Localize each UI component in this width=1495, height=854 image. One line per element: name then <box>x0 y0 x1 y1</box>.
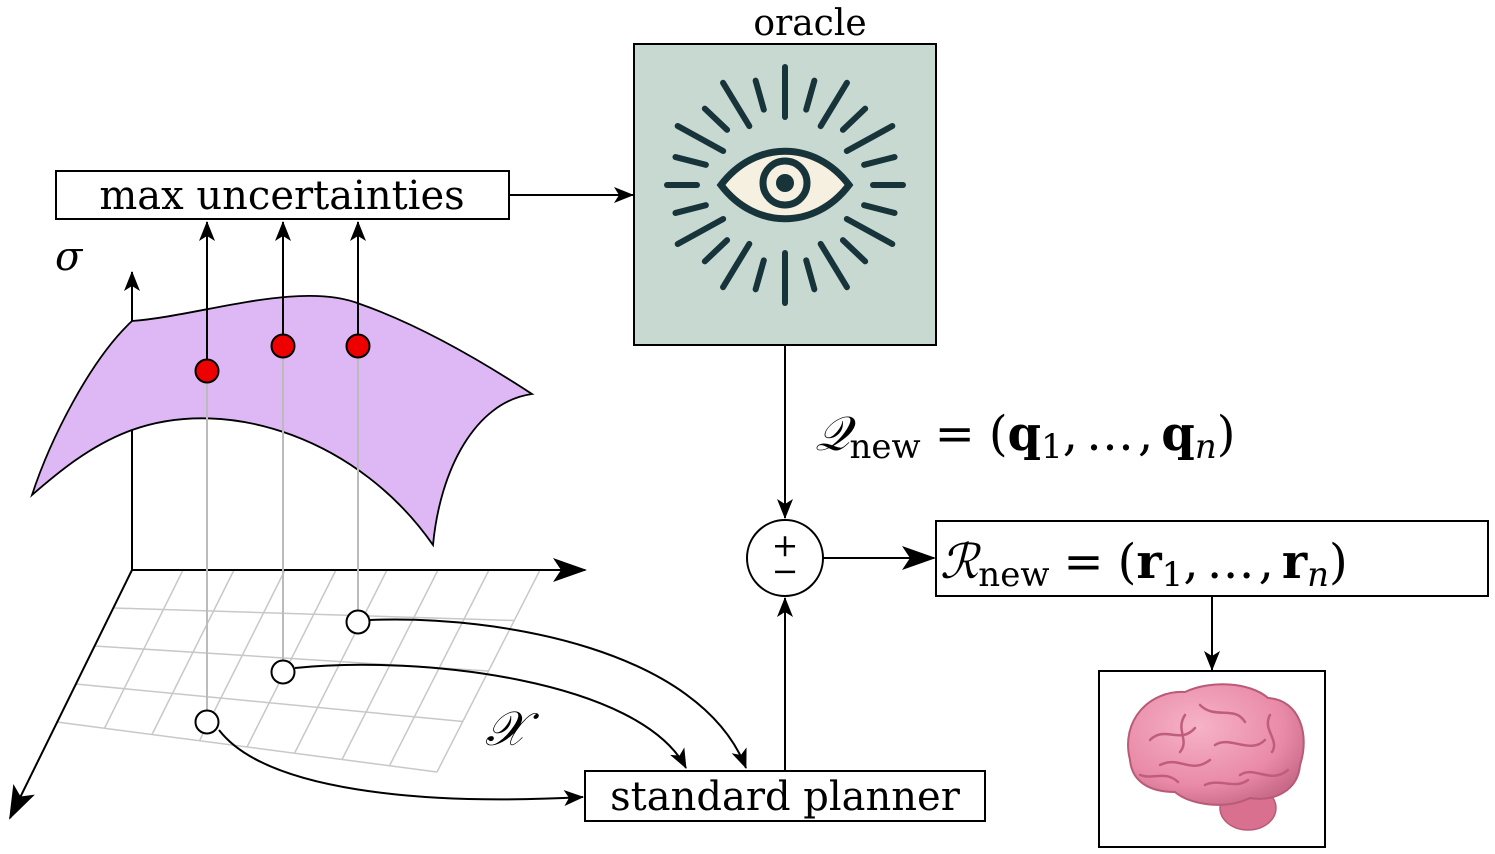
max-uncertainties-box <box>55 170 510 220</box>
sigma-label: σ <box>55 234 84 280</box>
q-new-equation: 𝒬new=(q1,…,qn) <box>815 406 1235 467</box>
depth-axis <box>9 569 133 820</box>
query-point <box>345 609 371 635</box>
query-point <box>270 659 296 685</box>
query-point <box>194 709 220 735</box>
max-uncertainties-label: max uncertainties <box>99 173 464 219</box>
r-new-equation: ℛnew=(r1,…,rn) <box>940 534 1348 595</box>
max-arrows <box>199 221 366 360</box>
max-point <box>194 358 220 384</box>
minus-sign: − <box>772 552 799 590</box>
brain-icon <box>1127 683 1305 831</box>
eye-icon <box>664 64 906 306</box>
r-new-box <box>935 520 1489 597</box>
max-point <box>270 333 296 359</box>
query-points <box>194 609 371 735</box>
x-space-label: 𝒳 <box>485 701 540 757</box>
max-points <box>194 333 371 384</box>
standard-planner-label: standard planner <box>610 774 961 820</box>
planner-arrows <box>218 618 747 807</box>
oracle-label: oracle <box>753 3 866 44</box>
plus-sign: + <box>772 526 799 564</box>
max-point <box>345 333 371 359</box>
projection-lines <box>206 346 359 722</box>
